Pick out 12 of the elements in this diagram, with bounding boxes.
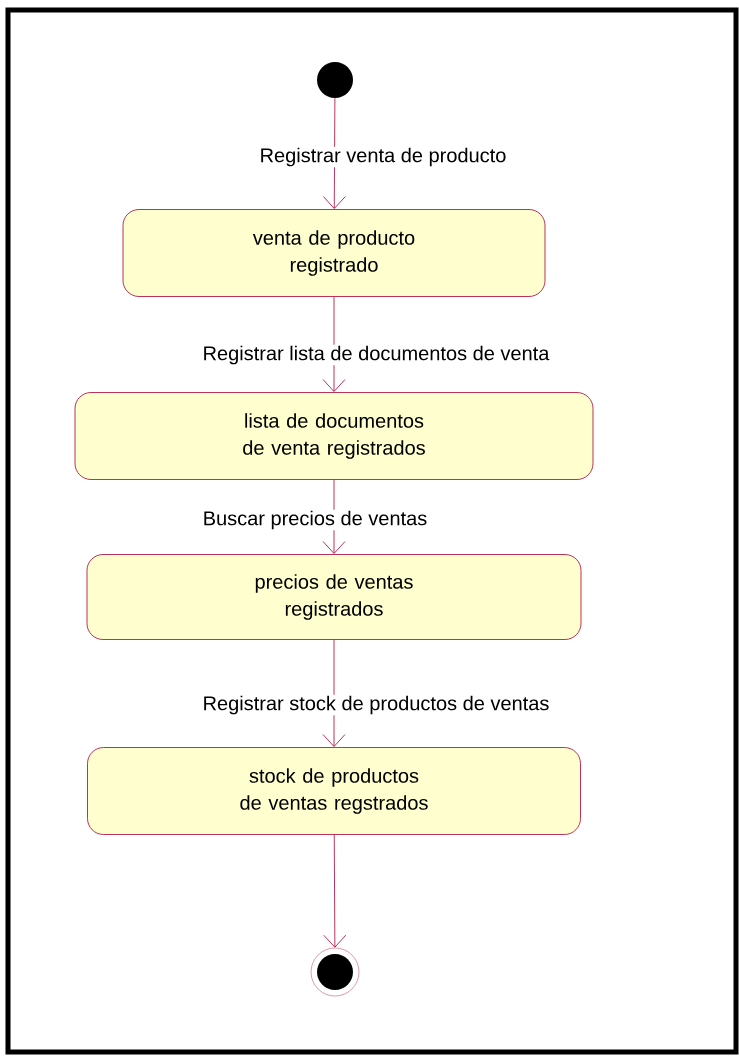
activity-box: precios de ventas registrados xyxy=(86,554,582,640)
edge-label: Buscar precios de ventas xyxy=(201,509,429,531)
start-node xyxy=(317,62,353,98)
activity-box: venta de producto registrado xyxy=(122,209,546,297)
edge-label: Registrar venta de producto xyxy=(258,146,508,168)
edge-label: Registrar lista de documentos de venta xyxy=(201,344,551,366)
end-node xyxy=(310,947,360,997)
activity-box: stock de productos de ventas regstrados xyxy=(87,747,581,835)
arrow xyxy=(322,97,346,209)
arrow xyxy=(323,834,347,948)
activity-box: lista de documentos de venta registrados xyxy=(74,392,594,480)
edge-label: Registrar stock de productos de ventas xyxy=(201,694,551,716)
